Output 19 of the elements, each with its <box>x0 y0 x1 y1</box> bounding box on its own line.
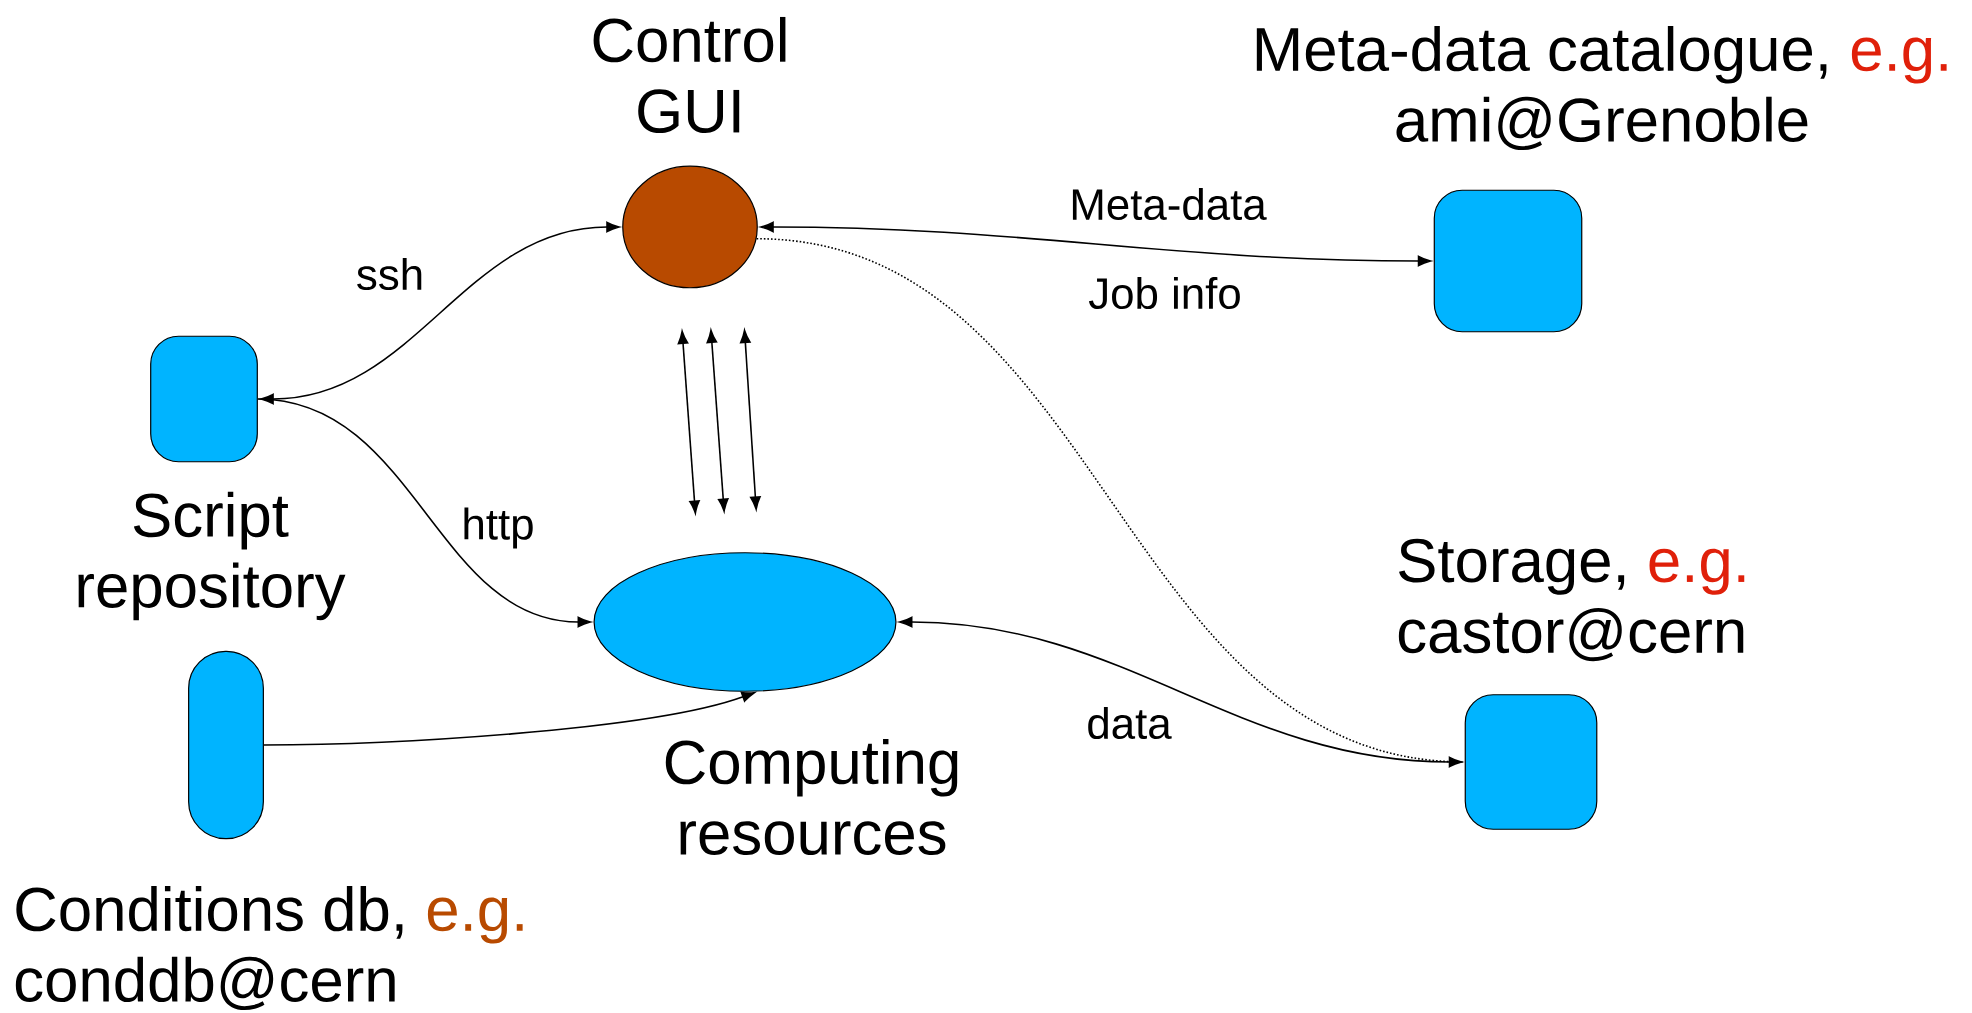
node-label: Conditions db, e.g. conddb@cern <box>15 886 523 1010</box>
arrow <box>257 398 591 628</box>
arrow <box>760 221 1432 267</box>
node-label: Script repository <box>78 491 346 621</box>
edge-label: http <box>459 505 537 551</box>
edge-label: data <box>1084 704 1174 742</box>
edge-label: ssh <box>353 255 427 293</box>
arrow <box>263 691 755 746</box>
node-label: Computing resources <box>665 738 958 856</box>
node-label: Storage, e.g. castor@cern <box>1398 538 1745 662</box>
arrow <box>899 616 1463 768</box>
arrow <box>260 221 620 405</box>
note-label: Job info <box>1086 274 1244 312</box>
node-label: Meta-data catalogue, e.g. ami@Grenoble <box>1256 26 1947 150</box>
edge-label: Meta-data <box>1067 185 1269 223</box>
arrow <box>739 329 761 510</box>
arrow <box>677 330 700 514</box>
node-label: Control GUI <box>593 16 786 134</box>
arrow <box>706 329 729 512</box>
